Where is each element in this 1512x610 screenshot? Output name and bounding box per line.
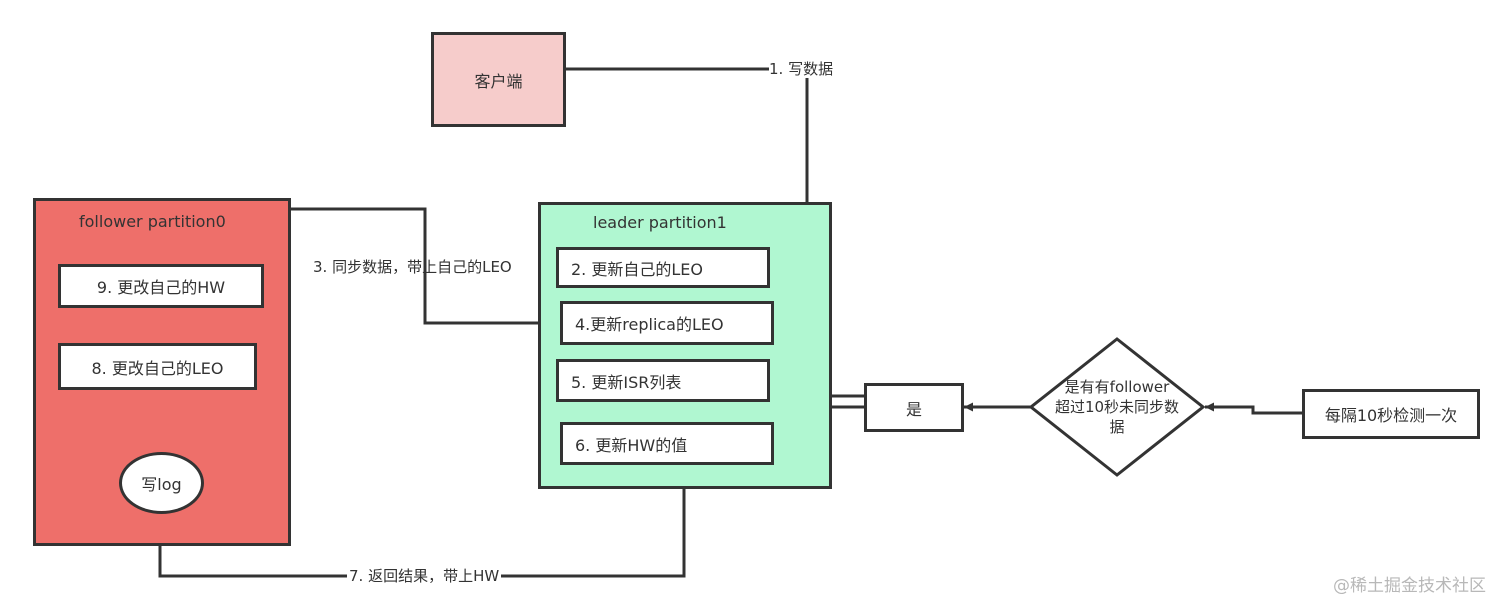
timer-label: 每隔10秒检测一次	[1324, 406, 1458, 425]
decision-line-3: 据	[1109, 418, 1125, 436]
leader-partition-title: leader partition1	[593, 213, 727, 232]
decision-line-1: 是有有follower	[1064, 378, 1170, 396]
edge-label-write-data: 1. 写数据	[769, 60, 834, 78]
follower-step-update-leo-label: 8. 更改自己的LEO	[91, 358, 224, 378]
follower-step-update-hw: 9. 更改自己的HW	[58, 264, 264, 308]
client-label: 客户端	[474, 71, 523, 91]
leader-step-update-replica-leo-label: 4.更新replica的LEO	[575, 315, 724, 334]
decision-line-2: 超过10秒未同步数	[1054, 398, 1180, 416]
leader-step-update-isr: 5. 更新ISR列表	[556, 359, 770, 402]
leader-step-update-own-leo-label: 2. 更新自己的LEO	[571, 259, 703, 279]
leader-step-update-hw-label: 6. 更新HW的值	[575, 435, 688, 455]
follower-step-update-hw-label: 9. 更改自己的HW	[96, 278, 226, 297]
yes-node: 是	[864, 383, 964, 432]
decision-text: 是有有follower 超过10秒未同步数 据	[1031, 377, 1203, 437]
leader-step-update-hw: 6. 更新HW的值	[560, 422, 774, 465]
edge-label-sync-data: 3. 同步数据，带上自己的LEO	[313, 258, 512, 276]
leader-step-update-isr-label: 5. 更新ISR列表	[571, 372, 682, 392]
follower-step-update-leo: 8. 更改自己的LEO	[58, 343, 257, 390]
watermark: @稀土掘金技术社区	[1333, 576, 1486, 596]
client-node: 客户端	[431, 32, 566, 127]
follower-write-log-node: 写log	[119, 452, 204, 514]
edge-timer-to-decision	[1205, 402, 1302, 415]
leader-step-update-own-leo: 2. 更新自己的LEO	[556, 247, 770, 288]
leader-step-update-replica-leo: 4.更新replica的LEO	[560, 301, 774, 345]
edge-sync-data	[290, 207, 560, 328]
follower-write-log-label: 写log	[141, 475, 182, 494]
follower-partition-title: follower partition0	[79, 212, 226, 231]
edge-label-return-result: 7. 返回结果，带上HW	[347, 567, 502, 585]
decision-diamond	[1029, 337, 1205, 477]
timer-node: 每隔10秒检测一次	[1302, 389, 1480, 439]
yes-label: 是	[905, 399, 922, 419]
